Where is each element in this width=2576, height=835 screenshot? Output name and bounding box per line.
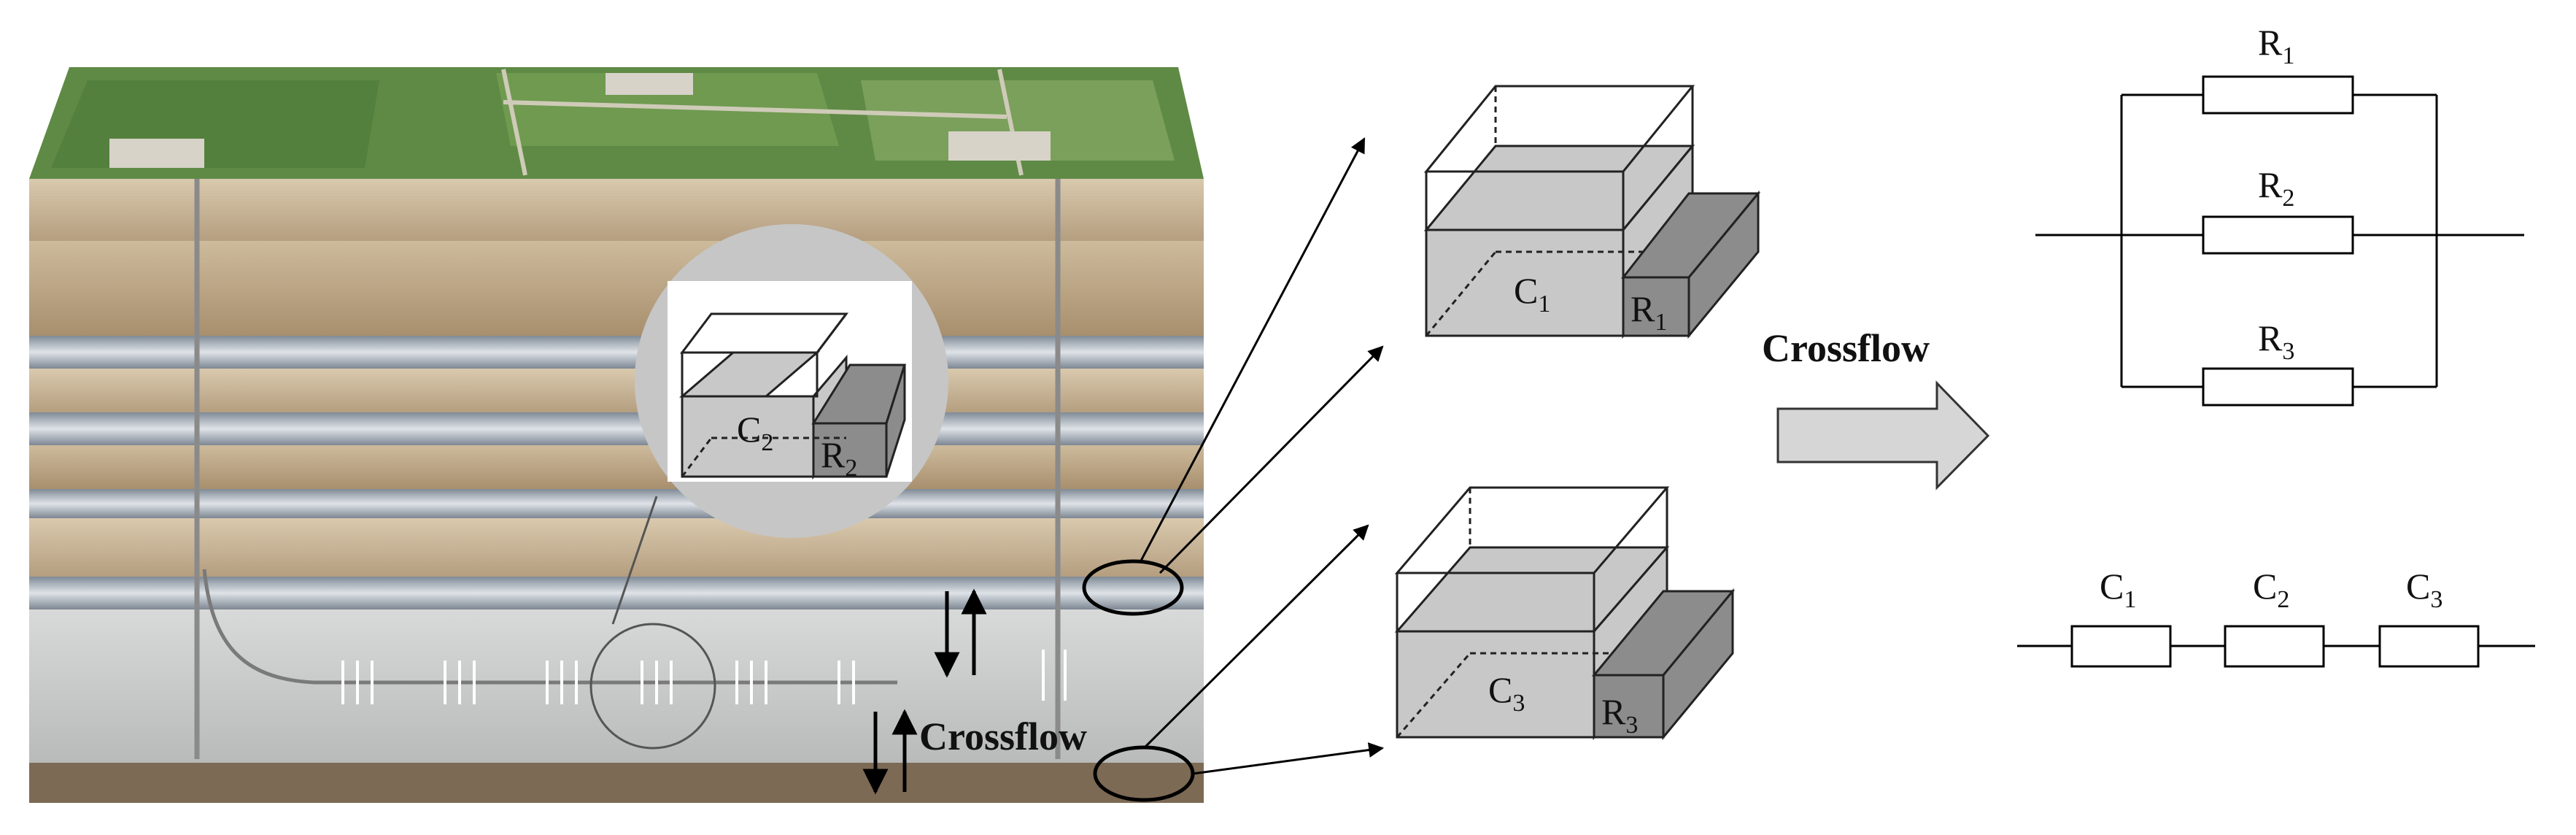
- stratum-base: [29, 763, 1204, 803]
- capacitor-2-label: C2: [2253, 566, 2289, 613]
- parallel-resistor-circuit: [2035, 75, 2524, 407]
- horizontal-well: [202, 569, 897, 685]
- cuboid-layer-1: [1423, 85, 1761, 339]
- stratum-shale: [29, 489, 1204, 518]
- series-capacitor-circuit: [2017, 625, 2535, 668]
- resistor-1: [2202, 75, 2354, 115]
- cuboid-1-r-label: R1: [1631, 288, 1667, 336]
- resistor-2: [2202, 215, 2354, 255]
- inset-r-block: [812, 422, 888, 478]
- stratum-shale: [29, 412, 1204, 445]
- capacitor-1: [2070, 625, 2172, 668]
- crossflow-label: Crossflow: [1762, 326, 1930, 370]
- resistor-3: [2202, 367, 2354, 407]
- geology-block: C2 R2 Crossflow: [29, 67, 1204, 803]
- resistor-2-label: R2: [2258, 164, 2294, 212]
- field-patch: [861, 80, 1175, 161]
- cuboid-1-c-label: C1: [1514, 270, 1550, 318]
- crossflow-label-block: Crossflow: [919, 715, 1087, 758]
- inset-c-label: C2: [737, 409, 773, 456]
- well-pad: [606, 73, 693, 95]
- stratum-shale: [29, 336, 1204, 369]
- resistor-3-label: R3: [2258, 318, 2294, 365]
- cuboid-3-r-label: R3: [1601, 691, 1638, 739]
- stratum-shale: [29, 577, 1204, 609]
- stratum: [29, 369, 1204, 412]
- well-pad: [948, 131, 1051, 161]
- cuboid-1-r-block: [1620, 190, 1761, 339]
- field-patch: [496, 73, 839, 146]
- fracture-zone-outline: [589, 623, 716, 750]
- inset-cuboid: [678, 312, 907, 480]
- pointer-arrows: [1139, 137, 1385, 775]
- capacitor-3: [2378, 625, 2480, 668]
- capacitor-2: [2224, 625, 2325, 668]
- cuboid-layer-3: [1394, 486, 1736, 741]
- capacitor-1-label: C1: [2100, 566, 2136, 613]
- stratum: [29, 241, 1204, 336]
- stratum: [29, 445, 1204, 489]
- resistor-1-label: R1: [2258, 22, 2294, 69]
- well-pad: [109, 139, 204, 168]
- cuboid-3-r-block: [1591, 588, 1736, 741]
- layer-highlight-upper: [1082, 559, 1184, 616]
- fracture-stages: [341, 650, 1067, 704]
- callout-line: [611, 496, 658, 625]
- capacitor-3-label: C3: [2406, 566, 2442, 613]
- inset-r-label: R2: [821, 434, 857, 482]
- stratum-topsoil: [29, 179, 1204, 241]
- cuboid-3-c-label: C3: [1488, 669, 1525, 717]
- field-patch: [51, 80, 379, 168]
- crossflow-block-arrow: [1776, 380, 1990, 490]
- stratum: [29, 518, 1204, 577]
